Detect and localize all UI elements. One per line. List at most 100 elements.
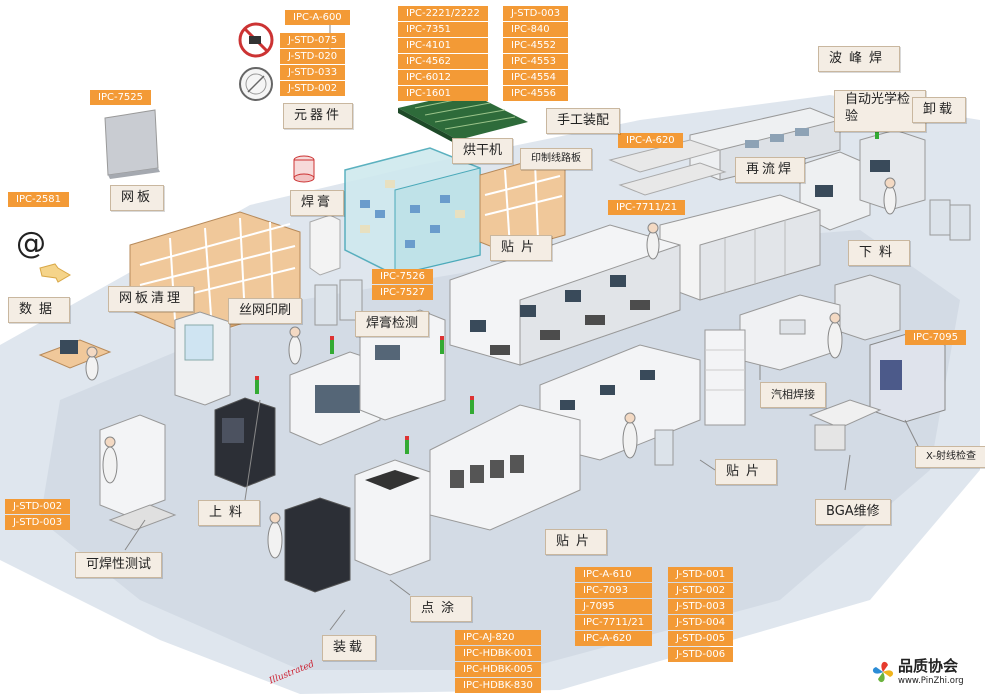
email-at-icon: @	[16, 226, 46, 261]
bga-repair-desk	[808, 399, 882, 451]
standards-jstd-col: J-STD-075 J-STD-020 J-STD-033 J-STD-002	[280, 33, 346, 96]
standard-tag: IPC-AJ-820	[455, 630, 541, 645]
standard-tag: IPC-4101	[398, 38, 488, 53]
station-solderability: 可焊性测试	[75, 552, 163, 578]
esd-warning-icon	[238, 22, 274, 58]
station-placement-bottom: 贴片	[545, 529, 608, 555]
standard-tag: IPC-7526	[372, 269, 434, 284]
standards-jstd-002-left: J-STD-002 J-STD-003	[5, 499, 71, 530]
signal-lights	[255, 121, 879, 454]
standard-tag: J-STD-003	[5, 515, 71, 530]
logo-title: 品质协会	[898, 657, 959, 675]
standards-jstd-001-col: J-STD-001 J-STD-002 J-STD-003 J-STD-004 …	[668, 567, 734, 662]
solderability-tester	[99, 414, 177, 531]
station-unload-right: 下料	[848, 240, 911, 266]
station-xray: X-射线检查	[915, 446, 985, 468]
standard-tag: IPC-7527	[372, 285, 434, 300]
standards-ipc-2221-col: IPC-2221/2222 IPC-7351 IPC-4101 IPC-4562…	[398, 6, 488, 101]
standard-tag: IPC-HDBK-005	[455, 662, 541, 677]
standards-ipc-7095-right: IPC-7095	[905, 330, 967, 345]
station-wave-solder: 波峰焊	[818, 46, 901, 72]
inspection-tower	[704, 329, 746, 426]
standard-tag: IPC-A-600	[285, 10, 350, 25]
standards-ipc-a-610-col: IPC-A-610 IPC-7093 J-7095 IPC-7711/21 IP…	[575, 567, 653, 646]
dispensing-machine	[284, 459, 431, 593]
standard-tag: J-STD-004	[668, 615, 734, 630]
station-aoi: 自动光学检验	[834, 90, 926, 132]
manual-assembly-benches	[608, 139, 727, 196]
standard-tag: IPC-840	[503, 22, 569, 37]
station-placement-mid: 贴片	[715, 459, 778, 485]
station-dispensing: 点涂	[410, 596, 473, 622]
standard-tag: J-STD-005	[668, 631, 734, 646]
component-cabinet	[344, 147, 481, 276]
station-oven: 烘干机	[452, 138, 514, 164]
station-paste-inspection: 焊膏检测	[355, 311, 430, 337]
unloader-machine-right	[834, 274, 901, 341]
standard-tag: IPC-7093	[575, 583, 653, 598]
standard-tag: IPC-1601	[398, 86, 488, 101]
standard-tag: J-STD-020	[280, 49, 346, 64]
screen-printer	[289, 351, 381, 446]
logo-url: www.PinZhi.org	[898, 676, 964, 686]
loader-machine	[214, 397, 276, 488]
standard-tag: J-STD-006	[668, 647, 734, 662]
server-racks	[314, 199, 971, 466]
arrow-icon	[39, 263, 71, 283]
standard-tag: J-STD-003	[503, 6, 569, 21]
standards-ipc-a-600: IPC-A-600	[285, 10, 350, 25]
standard-tag: IPC-6012	[398, 70, 488, 85]
standard-tag: IPC-HDBK-830	[455, 678, 541, 693]
pinzhi-logo: 品质协会 www.PinZhi.org	[868, 653, 983, 693]
station-placement-top: 贴片	[490, 235, 553, 261]
standard-tag: J-STD-002	[280, 81, 346, 96]
standard-tag: J-STD-001	[668, 567, 734, 582]
station-loader: 装载	[322, 635, 377, 661]
standard-tag: IPC-2221/2222	[398, 6, 488, 21]
station-unload-top: 卸载	[912, 97, 967, 123]
placement-machines-top	[449, 224, 681, 366]
moisture-label-icon	[239, 67, 273, 101]
standard-tag: J-STD-002	[668, 583, 734, 598]
standards-jstd-003-col: J-STD-003 IPC-840 IPC-4552 IPC-4553 IPC-…	[503, 6, 569, 101]
standard-tag: J-STD-033	[280, 65, 346, 80]
standard-tag: IPC-2581	[8, 192, 70, 207]
station-pcb: 印制线路板	[520, 148, 592, 170]
station-manual-assembly: 手工装配	[546, 108, 621, 134]
standard-tag: IPC-4556	[503, 86, 569, 101]
standards-ipc-7525: IPC-7525	[90, 90, 152, 105]
standards-ipc-2581: IPC-2581	[8, 192, 70, 207]
standard-tag: IPC-A-610	[575, 567, 653, 582]
standard-tag: IPC-4553	[503, 54, 569, 69]
standards-ipc-7711-top: IPC-7711/21	[608, 200, 686, 215]
standard-tag: IPC-7095	[905, 330, 967, 345]
standard-tag: J-7095	[575, 599, 653, 614]
standards-ipc-a-620-top: IPC-A-620	[618, 133, 683, 148]
operators	[85, 177, 897, 559]
reflow-oven	[659, 194, 821, 301]
station-bga-repair: BGA维修	[815, 499, 891, 525]
paste-fridge	[309, 214, 341, 276]
station-stencil-cleaning: 网板清理	[108, 286, 195, 312]
standard-tag: IPC-4562	[398, 54, 488, 69]
paste-inspection-machine	[359, 309, 446, 421]
station-vapor-phase: 汽相焊接	[760, 382, 826, 408]
standard-tag: J-STD-002	[5, 499, 71, 514]
station-components: 元器件	[283, 103, 354, 129]
standard-tag: IPC-4552	[503, 38, 569, 53]
standard-tag: IPC-7351	[398, 22, 488, 37]
standards-ipc-7526-col: IPC-7526 IPC-7527	[372, 269, 434, 300]
standard-tag: J-STD-003	[668, 599, 734, 614]
station-solder-paste: 焊膏	[290, 190, 345, 216]
standard-tag: IPC-4554	[503, 70, 569, 85]
stencil-cleaner	[174, 311, 231, 406]
xray-machine	[869, 332, 946, 423]
standard-tag: IPC-7711/21	[608, 200, 686, 215]
placement-machines-bottom	[429, 404, 581, 531]
station-stencil: 网板	[110, 185, 165, 211]
standards-ipc-aj-col: IPC-AJ-820 IPC-HDBK-001 IPC-HDBK-005 IPC…	[455, 630, 541, 693]
station-data: 数据	[8, 297, 71, 323]
callout-lines	[124, 22, 921, 631]
standard-tag: IPC-7525	[90, 90, 152, 105]
